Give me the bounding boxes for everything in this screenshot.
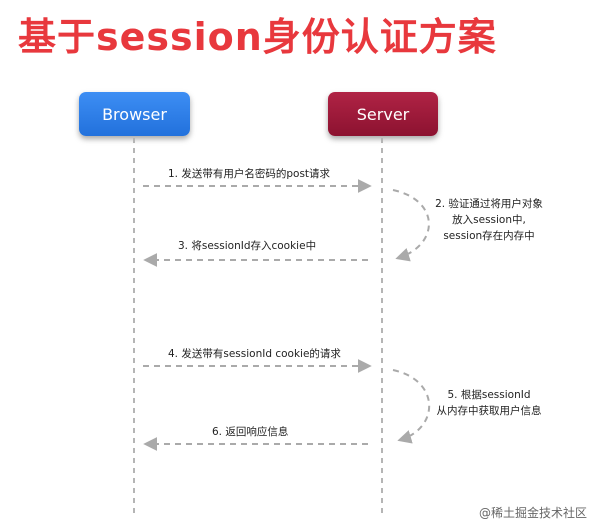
step2-line2: 放入session中, (452, 214, 526, 226)
step5-line1: 5. 根据sessionId (447, 389, 531, 401)
step2-line3: session存在内存中 (443, 230, 535, 242)
step2-self-loop-arrow (392, 189, 430, 262)
step4-label: 4. 发送带有sessionId cookie的请求 (168, 348, 341, 360)
browser-actor: Browser (79, 92, 190, 136)
step2-line1: 2. 验证通过将用户对象 (435, 198, 543, 210)
step6-label: 6. 返回响应信息 (212, 426, 289, 438)
server-actor: Server (328, 92, 438, 136)
step5-line2: 从内存中获取用户信息 (436, 405, 542, 417)
step5-self-loop-arrow (392, 369, 431, 444)
watermark: @稀土掘金技术社区 (478, 506, 587, 520)
step1-label: 1. 发送带有用户名密码的post请求 (168, 168, 331, 180)
server-actor-label: Server (356, 104, 410, 124)
step2-label: 2. 验证通过将用户对象 放入session中, session存在内存中 (425, 196, 553, 244)
page-title: 基于session身份认证方案 (18, 15, 497, 59)
step3-label: 3. 将sessionId存入cookie中 (178, 240, 317, 252)
step5-label: 5. 根据sessionId 从内存中获取用户信息 (425, 387, 553, 419)
browser-actor-label: Browser (102, 104, 167, 124)
